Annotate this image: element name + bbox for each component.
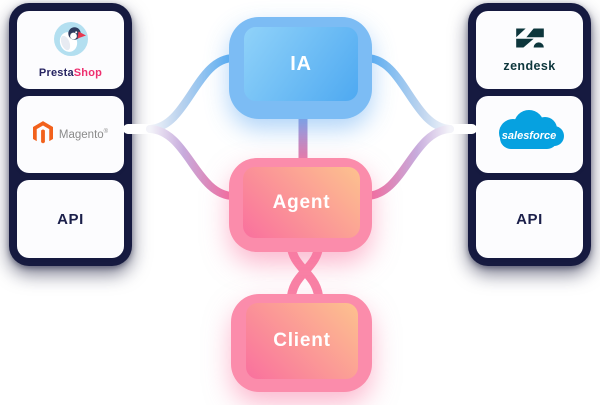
salesforce-label: salesforce — [501, 130, 555, 142]
node-agent: Agent — [229, 158, 372, 252]
node-agent-label: Agent — [243, 167, 360, 238]
magento-label: Magento® — [58, 128, 109, 141]
prestashop-logo-icon — [53, 21, 89, 62]
prestashop-label-prefix: Presta — [38, 66, 74, 79]
left-to-ia-curve — [146, 54, 238, 133]
magento-logo-icon — [32, 120, 53, 149]
card-api-left: API — [17, 180, 124, 259]
card-prestashop: PrestaShop — [17, 11, 124, 89]
right-integrations-panel: zendesk salesforce API — [468, 3, 591, 266]
card-zendesk: zendesk — [476, 11, 583, 89]
node-client: Client — [231, 294, 372, 392]
prestashop-label: PrestaShop — [39, 67, 102, 79]
right-to-ia-curve — [362, 54, 454, 133]
right-to-agent-curve — [362, 125, 454, 200]
magento-reg-mark: ® — [103, 128, 109, 135]
api-label-left: API — [57, 210, 84, 228]
node-ia: IA — [229, 17, 372, 119]
prestashop-label-suffix: Shop — [73, 66, 103, 79]
card-api-right: API — [476, 180, 583, 259]
api-label-right: API — [516, 210, 543, 228]
node-ia-label: IA — [244, 27, 358, 101]
card-salesforce: salesforce — [476, 95, 583, 174]
node-client-label: Client — [246, 303, 358, 379]
left-to-agent-curve — [146, 125, 238, 200]
card-magento: Magento® — [17, 95, 124, 174]
salesforce-logo-icon: salesforce — [492, 108, 568, 161]
left-integrations-panel: PrestaShop Magento® API — [9, 3, 132, 266]
zendesk-logo-icon — [514, 27, 546, 54]
zendesk-label: zendesk — [503, 58, 556, 73]
